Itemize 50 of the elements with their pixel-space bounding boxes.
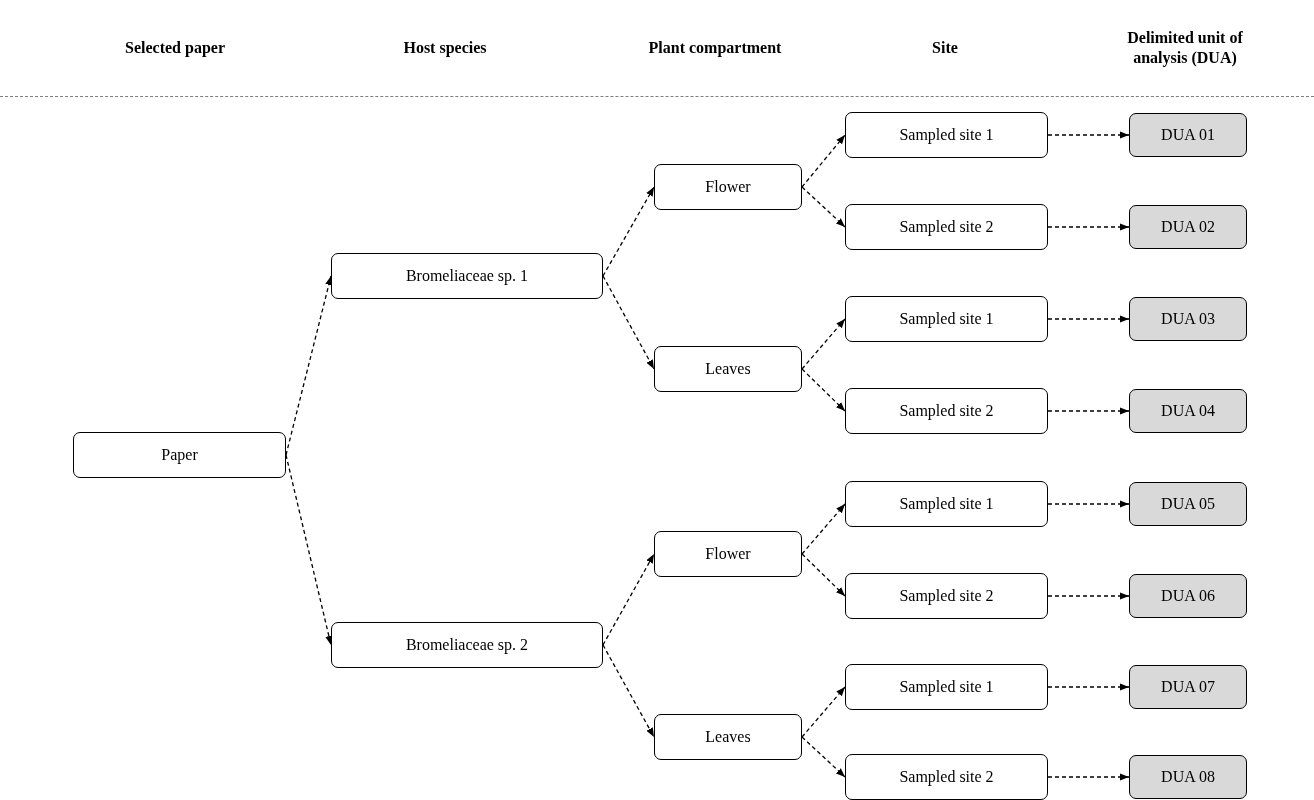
process-box: Sampled site 2 bbox=[845, 754, 1048, 800]
dashed-arrow bbox=[801, 553, 846, 597]
dashed-arrow bbox=[801, 736, 846, 778]
dashed-arrow bbox=[1047, 131, 1130, 139]
dashed-arrow bbox=[1047, 773, 1130, 781]
process-box: Bromeliaceae sp. 1 bbox=[331, 253, 603, 299]
unit-box: DUA 03 bbox=[1129, 297, 1247, 341]
dashed-arrow bbox=[801, 686, 846, 738]
process-box: Sampled site 1 bbox=[845, 112, 1048, 158]
column-heading: Plant compartment bbox=[647, 38, 783, 58]
column-heading: Host species bbox=[402, 38, 488, 58]
dashed-arrow bbox=[602, 644, 655, 738]
dashed-arrow bbox=[602, 275, 655, 370]
dashed-arrow bbox=[801, 186, 846, 228]
process-box: Sampled site 1 bbox=[845, 664, 1048, 710]
unit-box: DUA 02 bbox=[1129, 205, 1247, 249]
column-heading: Delimited unit of analysis (DUA) bbox=[1126, 28, 1244, 68]
dashed-arrow bbox=[1047, 592, 1130, 600]
process-box: Paper bbox=[73, 432, 286, 478]
dashed-arrow bbox=[801, 503, 846, 555]
process-box: Leaves bbox=[654, 346, 802, 392]
dashed-arrow bbox=[801, 318, 846, 370]
column-heading: Site bbox=[931, 38, 959, 58]
process-box: Flower bbox=[654, 164, 802, 210]
process-box: Sampled site 2 bbox=[845, 388, 1048, 434]
dashed-arrow bbox=[602, 186, 655, 277]
dashed-arrow bbox=[602, 553, 655, 646]
dashed-arrow bbox=[801, 368, 846, 412]
unit-box: DUA 08 bbox=[1129, 755, 1247, 799]
process-box: Bromeliaceae sp. 2 bbox=[331, 622, 603, 668]
dashed-arrow bbox=[285, 454, 333, 646]
process-box: Sampled site 1 bbox=[845, 481, 1048, 527]
process-box: Flower bbox=[654, 531, 802, 577]
process-box: Sampled site 2 bbox=[845, 204, 1048, 250]
dashed-arrow bbox=[1047, 407, 1130, 415]
process-box: Sampled site 2 bbox=[845, 573, 1048, 619]
dashed-arrow bbox=[1047, 683, 1130, 691]
unit-box: DUA 05 bbox=[1129, 482, 1247, 526]
process-box: Sampled site 1 bbox=[845, 296, 1048, 342]
unit-box: DUA 04 bbox=[1129, 389, 1247, 433]
dashed-arrow bbox=[801, 134, 846, 188]
process-box: Leaves bbox=[654, 714, 802, 760]
dashed-arrow bbox=[285, 275, 333, 456]
unit-box: DUA 06 bbox=[1129, 574, 1247, 618]
column-heading: Selected paper bbox=[124, 38, 226, 58]
unit-box: DUA 07 bbox=[1129, 665, 1247, 709]
dashed-arrow bbox=[1047, 315, 1130, 323]
unit-box: DUA 01 bbox=[1129, 113, 1247, 157]
dashed-arrow bbox=[1047, 500, 1130, 508]
dashed-arrow bbox=[1047, 223, 1130, 231]
